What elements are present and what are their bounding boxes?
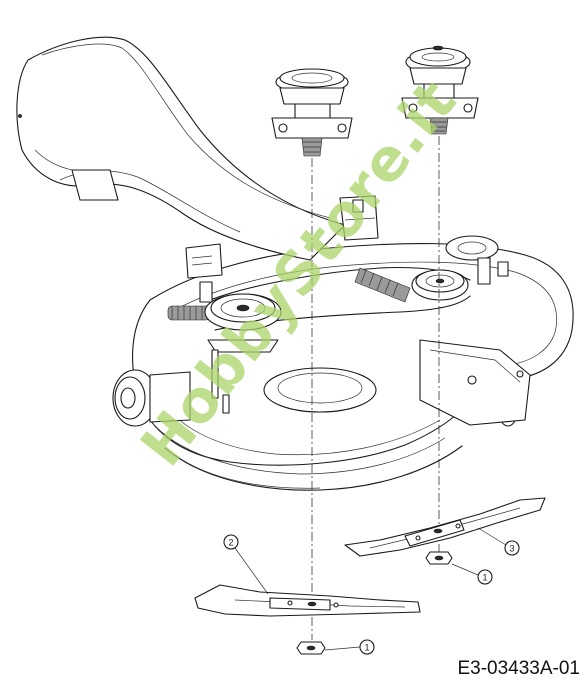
callout-1-bottom: 1: [324, 639, 375, 655]
drawing-id: E3-03433A-01: [457, 658, 580, 679]
callout-3-label: 3: [509, 544, 514, 554]
tension-spring-left: [167, 305, 211, 321]
blade-nut-left: [296, 641, 326, 655]
front-wheel: [112, 369, 191, 427]
callout-1-bottom-label: 1: [364, 643, 369, 653]
callout-2: 2: [223, 534, 269, 595]
left-spindle-pulley-mounted: [204, 293, 282, 414]
discharge-chute: [16, 36, 346, 261]
callout-3: 3: [477, 527, 520, 556]
right-mower-blade: [344, 497, 546, 557]
blade-nut-right: [425, 551, 453, 565]
deck-center-opening: [263, 367, 377, 413]
callout-1-top-label: 1: [482, 573, 487, 583]
deck-hitch-bracket: [419, 339, 531, 426]
left-spindle-assembly: [271, 68, 353, 157]
callout-2-label: 2: [228, 538, 233, 548]
callout-1-top: 1: [451, 563, 493, 585]
right-bracket: [339, 195, 379, 241]
left-bracket: [185, 243, 223, 303]
right-spindle-assembly: [401, 45, 479, 135]
tension-spring-right: [354, 267, 411, 303]
right-spindle-pulley-mounted: [411, 235, 509, 301]
left-mower-blade: [194, 584, 421, 617]
assembly-center-lines: [311, 136, 440, 640]
